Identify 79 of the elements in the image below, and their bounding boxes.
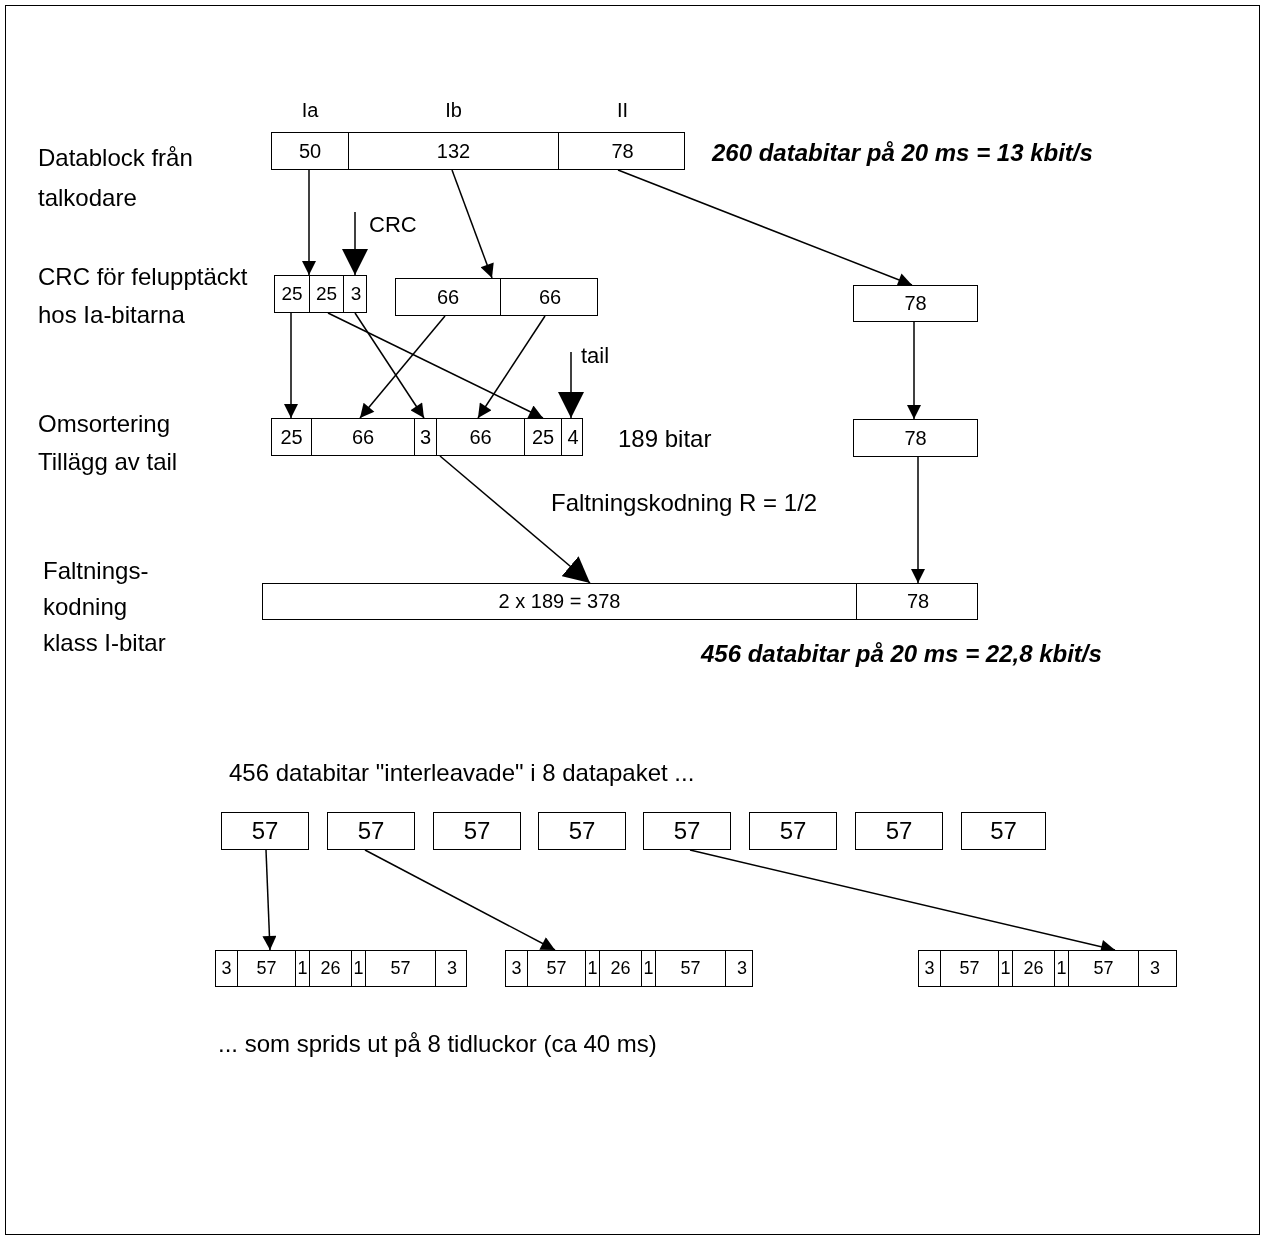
bit-box: 57 xyxy=(961,812,1046,850)
bit-field: 66 xyxy=(500,279,599,315)
segmented-bar xyxy=(262,583,978,620)
bit-field: 3 xyxy=(343,276,368,312)
text-label: Datablock från talkodare xyxy=(38,143,194,213)
arrow xyxy=(354,312,425,419)
column-label: II xyxy=(615,99,630,122)
bit-field: 57 xyxy=(1068,951,1138,986)
bit-field: 1 xyxy=(998,951,1012,986)
arrow xyxy=(558,351,584,419)
bit-box: 57 xyxy=(327,812,415,850)
bit-field: 26 xyxy=(309,951,351,986)
bit-field: 57 xyxy=(365,951,435,986)
bit-field: 66 xyxy=(311,419,414,455)
bit-field: 78 xyxy=(856,584,979,619)
arrow xyxy=(302,169,316,276)
bit-box: 57 xyxy=(643,812,731,850)
segmented-bar xyxy=(215,950,467,987)
arrow xyxy=(907,321,921,420)
bit-box: 57 xyxy=(433,812,521,850)
arrow xyxy=(617,169,913,287)
bit-field: 57 xyxy=(655,951,725,986)
text-label: Omsortering Tillägg av tail xyxy=(38,409,179,477)
segmented-bar xyxy=(918,950,1177,987)
segmented-bar xyxy=(271,418,583,456)
bit-field: 57 xyxy=(237,951,295,986)
arrow xyxy=(911,456,925,584)
bit-field: 26 xyxy=(599,951,641,986)
bit-field: 25 xyxy=(275,276,309,312)
column-label: Ib xyxy=(444,99,463,122)
bit-box: 57 xyxy=(855,812,943,850)
text-label: CRC för felupptäckt hos Ia-bitarna xyxy=(38,262,249,330)
arrow xyxy=(364,849,556,951)
bit-field: 1 xyxy=(585,951,599,986)
text-label: Faltningskodning R = 1/2 xyxy=(551,489,818,518)
text-label: 456 databitar "interleavade" i 8 datapaket ... xyxy=(229,759,695,788)
bit-field: 3 xyxy=(435,951,468,986)
bit-box: 57 xyxy=(221,812,309,850)
bit-field: 3 xyxy=(414,419,436,455)
arrow xyxy=(262,849,277,951)
segmented-bar xyxy=(505,950,753,987)
bit-field: 25 xyxy=(309,276,343,312)
bit-box: 57 xyxy=(538,812,626,850)
bit-field: 3 xyxy=(919,951,940,986)
arrow xyxy=(284,312,298,419)
bit-box: 78 xyxy=(853,285,978,322)
bit-field: 57 xyxy=(940,951,998,986)
arrow xyxy=(327,312,544,419)
bit-field: 3 xyxy=(216,951,237,986)
bit-field: 1 xyxy=(295,951,309,986)
text-label: Faltnings- kodning klass I-bitar xyxy=(43,556,167,658)
segmented-bar xyxy=(395,278,598,316)
bit-field: 66 xyxy=(396,279,500,315)
text-label: 260 databitar på 20 ms = 13 kbit/s xyxy=(712,139,1093,168)
text-label: 456 databitar på 20 ms = 22,8 kbit/s xyxy=(701,640,1102,669)
text-label: ... som sprids ut på 8 tidluckor (ca 40 ms) xyxy=(218,1030,657,1059)
bit-field: 1 xyxy=(1054,951,1068,986)
bit-field: 3 xyxy=(506,951,527,986)
bit-box: 57 xyxy=(749,812,837,850)
segmented-bar xyxy=(274,275,367,313)
bit-field: 1 xyxy=(351,951,365,986)
bit-field: 25 xyxy=(524,419,561,455)
text-label: 189 bitar xyxy=(618,425,712,454)
bit-field: 3 xyxy=(725,951,758,986)
bit-field: 26 xyxy=(1012,951,1054,986)
bit-field: 4 xyxy=(561,419,584,455)
bit-field: 57 xyxy=(527,951,585,986)
arrow xyxy=(477,315,546,419)
arrow xyxy=(451,169,494,279)
bit-field: 2 x 189 = 378 xyxy=(263,584,856,619)
bit-field: 3 xyxy=(1138,951,1171,986)
bit-field: 1 xyxy=(641,951,655,986)
bit-box: 78 xyxy=(853,419,978,457)
column-label: Ia xyxy=(300,99,320,122)
arrow xyxy=(342,211,368,276)
bit-field: 66 xyxy=(436,419,524,455)
bit-field: 25 xyxy=(272,419,311,455)
arrow xyxy=(439,455,591,584)
arrow xyxy=(359,315,446,419)
